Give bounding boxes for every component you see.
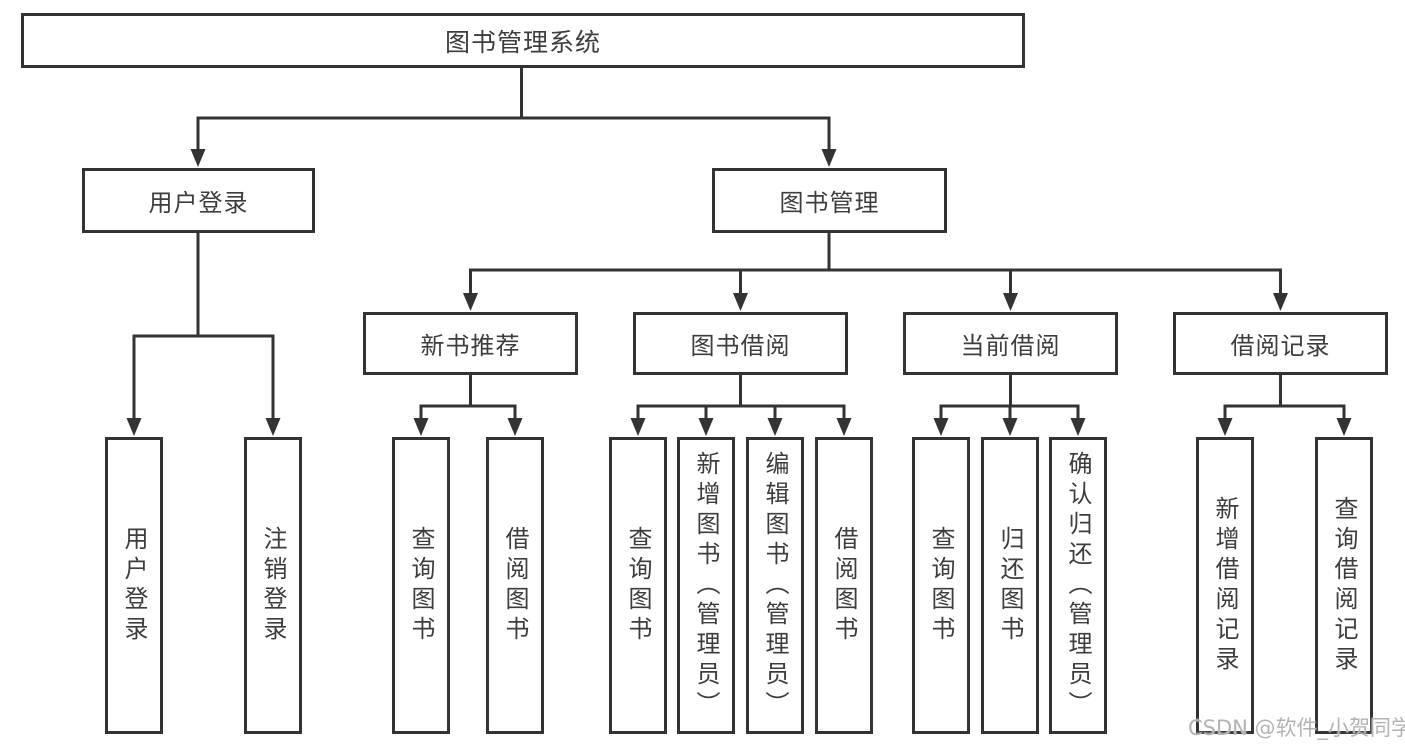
watermark: CSDN @软件_小贺同学 [1188, 716, 1405, 740]
arrowheads-leaves [126, 418, 1352, 436]
leaf-query-borrow-record: 查询借阅记录 [1315, 437, 1373, 734]
node-borrowing-records: 借阅记录 [1173, 312, 1388, 375]
leaf-query-book-current: 查询图书 [912, 437, 970, 734]
leaf-borrow-book-recommend-label: 借阅图书 [501, 525, 529, 646]
node-current-borrowing-label: 当前借阅 [960, 332, 1061, 360]
leaf-query-borrow-record-label: 查询借阅记录 [1330, 495, 1358, 676]
leaf-query-book-borrowing-label: 查询图书 [624, 525, 652, 646]
leaf-borrow-book-borrowing-label: 借阅图书 [830, 525, 858, 646]
leaf-user-login-label: 用户登录 [120, 525, 148, 646]
leaf-confirm-return-admin: 确认归还（管理员） [1049, 437, 1107, 734]
leaf-query-book-borrowing: 查询图书 [609, 437, 667, 734]
node-new-book-recommend: 新书推荐 [363, 312, 578, 375]
arrowheads-level3 [463, 293, 1288, 311]
leaf-add-book-admin-label: 新增图书（管理员） [692, 450, 720, 721]
leaf-add-borrow-record: 新增借阅记录 [1196, 437, 1254, 734]
node-user-login-label: 用户登录 [148, 189, 249, 217]
user-login-branch-line [132, 231, 275, 422]
leaf-edit-book-admin: 编辑图书（管理员） [746, 437, 804, 734]
leaf-query-book-recommend-label: 查询图书 [407, 525, 435, 646]
leaf-borrow-book-recommend: 借阅图书 [486, 437, 544, 734]
node-current-borrowing: 当前借阅 [903, 312, 1118, 375]
node-new-book-recommend-label: 新书推荐 [420, 332, 521, 360]
leaf-borrow-book-borrowing: 借阅图书 [815, 437, 873, 734]
book-mgmt-branch-line [469, 231, 1282, 297]
leaf-confirm-return-admin-label: 确认归还（管理员） [1064, 450, 1092, 721]
leaf-edit-book-admin-label: 编辑图书（管理员） [761, 450, 789, 721]
leaf-logout: 注销登录 [244, 437, 302, 734]
node-book-management: 图书管理 [712, 168, 947, 233]
leaf-add-borrow-record-label: 新增借阅记录 [1211, 495, 1239, 676]
leaf-return-book-label: 归还图书 [996, 525, 1024, 646]
leaf-user-login: 用户登录 [105, 437, 163, 734]
leaf-return-book: 归还图书 [981, 437, 1039, 734]
node-book-borrowing-label: 图书借阅 [690, 332, 791, 360]
leaf-logout-label: 注销登录 [259, 525, 287, 646]
node-book-management-label: 图书管理 [779, 189, 880, 217]
node-library-system: 图书管理系统 [21, 13, 1025, 68]
arrowheads-level2 [190, 149, 837, 167]
leaf-query-book-current-label: 查询图书 [927, 525, 955, 646]
node-user-login: 用户登录 [82, 168, 315, 233]
leaf-add-book-admin: 新增图书（管理员） [677, 437, 735, 734]
leaf-query-book-recommend: 查询图书 [392, 437, 450, 734]
node-book-borrowing: 图书借阅 [633, 312, 848, 375]
leaf-branch-lines [419, 373, 1346, 422]
trunk-line [196, 66, 831, 153]
node-borrowing-records-label: 借阅记录 [1230, 332, 1331, 360]
node-library-system-label: 图书管理系统 [444, 27, 601, 57]
